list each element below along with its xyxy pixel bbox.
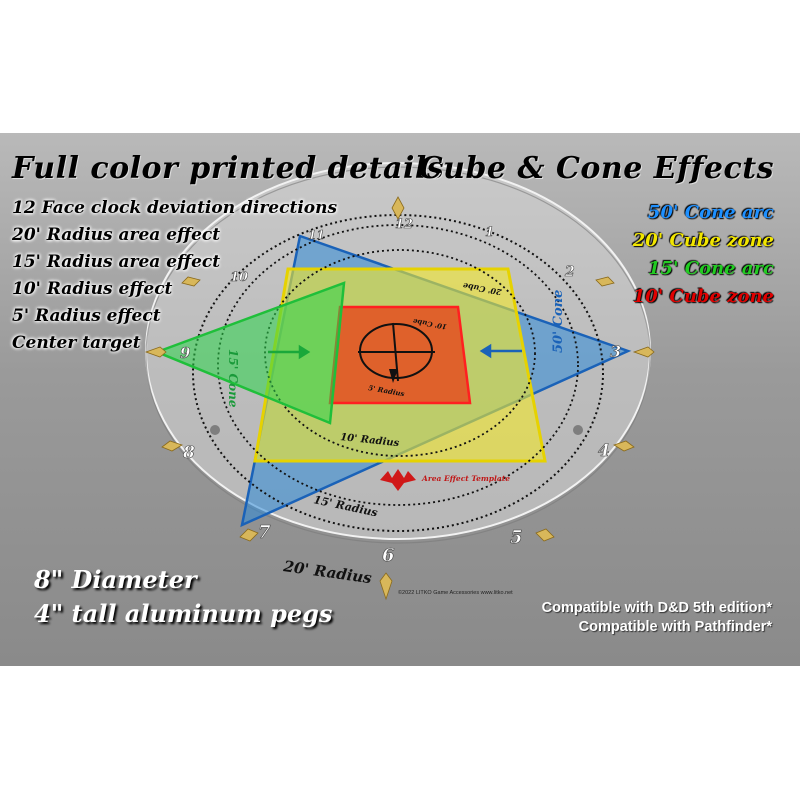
peg-hole-icon xyxy=(210,425,220,435)
legend-cone-50: 50' Cone arc xyxy=(647,202,774,223)
legend-cone-15: 15' Cone arc xyxy=(647,258,774,279)
cone-50-label: 50' Cone xyxy=(551,290,566,353)
clock-marker-icons xyxy=(144,196,655,601)
logo-title-line: Area Effect Template xyxy=(421,474,510,483)
compat-pathfinder: Compatible with Pathfinder* xyxy=(578,619,772,635)
feature-item: 10' Radius effect xyxy=(12,279,173,299)
clock-number-4: 4 xyxy=(598,441,610,461)
legend-cube-10: 10' Cube zone xyxy=(632,286,774,307)
center-target-arrow-icon xyxy=(389,369,398,383)
clock-number-12: 12 xyxy=(395,217,413,232)
feature-item: 5' Radius effect xyxy=(12,306,161,326)
clock-number-2: 2 xyxy=(564,264,575,280)
specs-list: 8" Diameter 4" tall aluminum pegs xyxy=(34,563,332,631)
clock-number-5: 5 xyxy=(510,527,523,548)
features-title: Full color printed details xyxy=(12,151,445,186)
cone-15-arrow-icon xyxy=(268,344,311,360)
clock-number-11: 11 xyxy=(308,228,325,242)
legend-cube-20: 20' Cube zone xyxy=(632,230,774,251)
cone-15-label: 15' Cone xyxy=(226,349,240,408)
feature-item: 15' Radius area effect xyxy=(12,252,221,272)
cone-50-arrow-icon xyxy=(479,343,522,359)
clock-number-7: 7 xyxy=(258,522,271,543)
compat-dnd: Compatible with D&D 5th edition* xyxy=(541,600,772,616)
feature-item: 12 Face clock deviation directions xyxy=(12,198,338,218)
copyright-text: ©2022 LITKO Game Accessories www.litko.n… xyxy=(398,589,513,596)
effects-title: Cube & Cone Effects xyxy=(418,151,774,186)
clock-number-8: 8 xyxy=(182,443,195,463)
area-effect-template-disc: 12 1 2 3 4 5 6 7 8 9 10 11 20' Radius 15… xyxy=(144,162,655,601)
clock-number-1: 1 xyxy=(485,225,494,240)
clock-number-10: 10 xyxy=(230,270,248,285)
dragon-logo-icon xyxy=(380,469,416,491)
clock-number-6: 6 xyxy=(382,545,395,566)
clock-number-3: 3 xyxy=(610,342,621,361)
cone-15-shape xyxy=(153,281,346,425)
feature-item: 20' Radius area effect xyxy=(12,225,221,245)
product-panel: 12 1 2 3 4 5 6 7 8 9 10 11 20' Radius 15… xyxy=(0,133,800,666)
features-list: 12 Face clock deviation directions 20' R… xyxy=(12,195,337,357)
compatibility-list: Compatible with D&D 5th edition* Compati… xyxy=(542,599,772,637)
spec-diameter: 8" Diameter xyxy=(34,565,197,594)
feature-item: Center target xyxy=(12,333,141,353)
radius-15-ring xyxy=(217,224,579,506)
peg-hole-icon xyxy=(573,425,583,435)
radius-20-ring xyxy=(192,214,604,532)
effects-legend: 50' Cone arc 20' Cube zone 15' Cone arc … xyxy=(633,199,774,311)
clock-number-9: 9 xyxy=(180,344,191,362)
spec-pegs: 4" tall aluminum pegs xyxy=(34,599,333,628)
